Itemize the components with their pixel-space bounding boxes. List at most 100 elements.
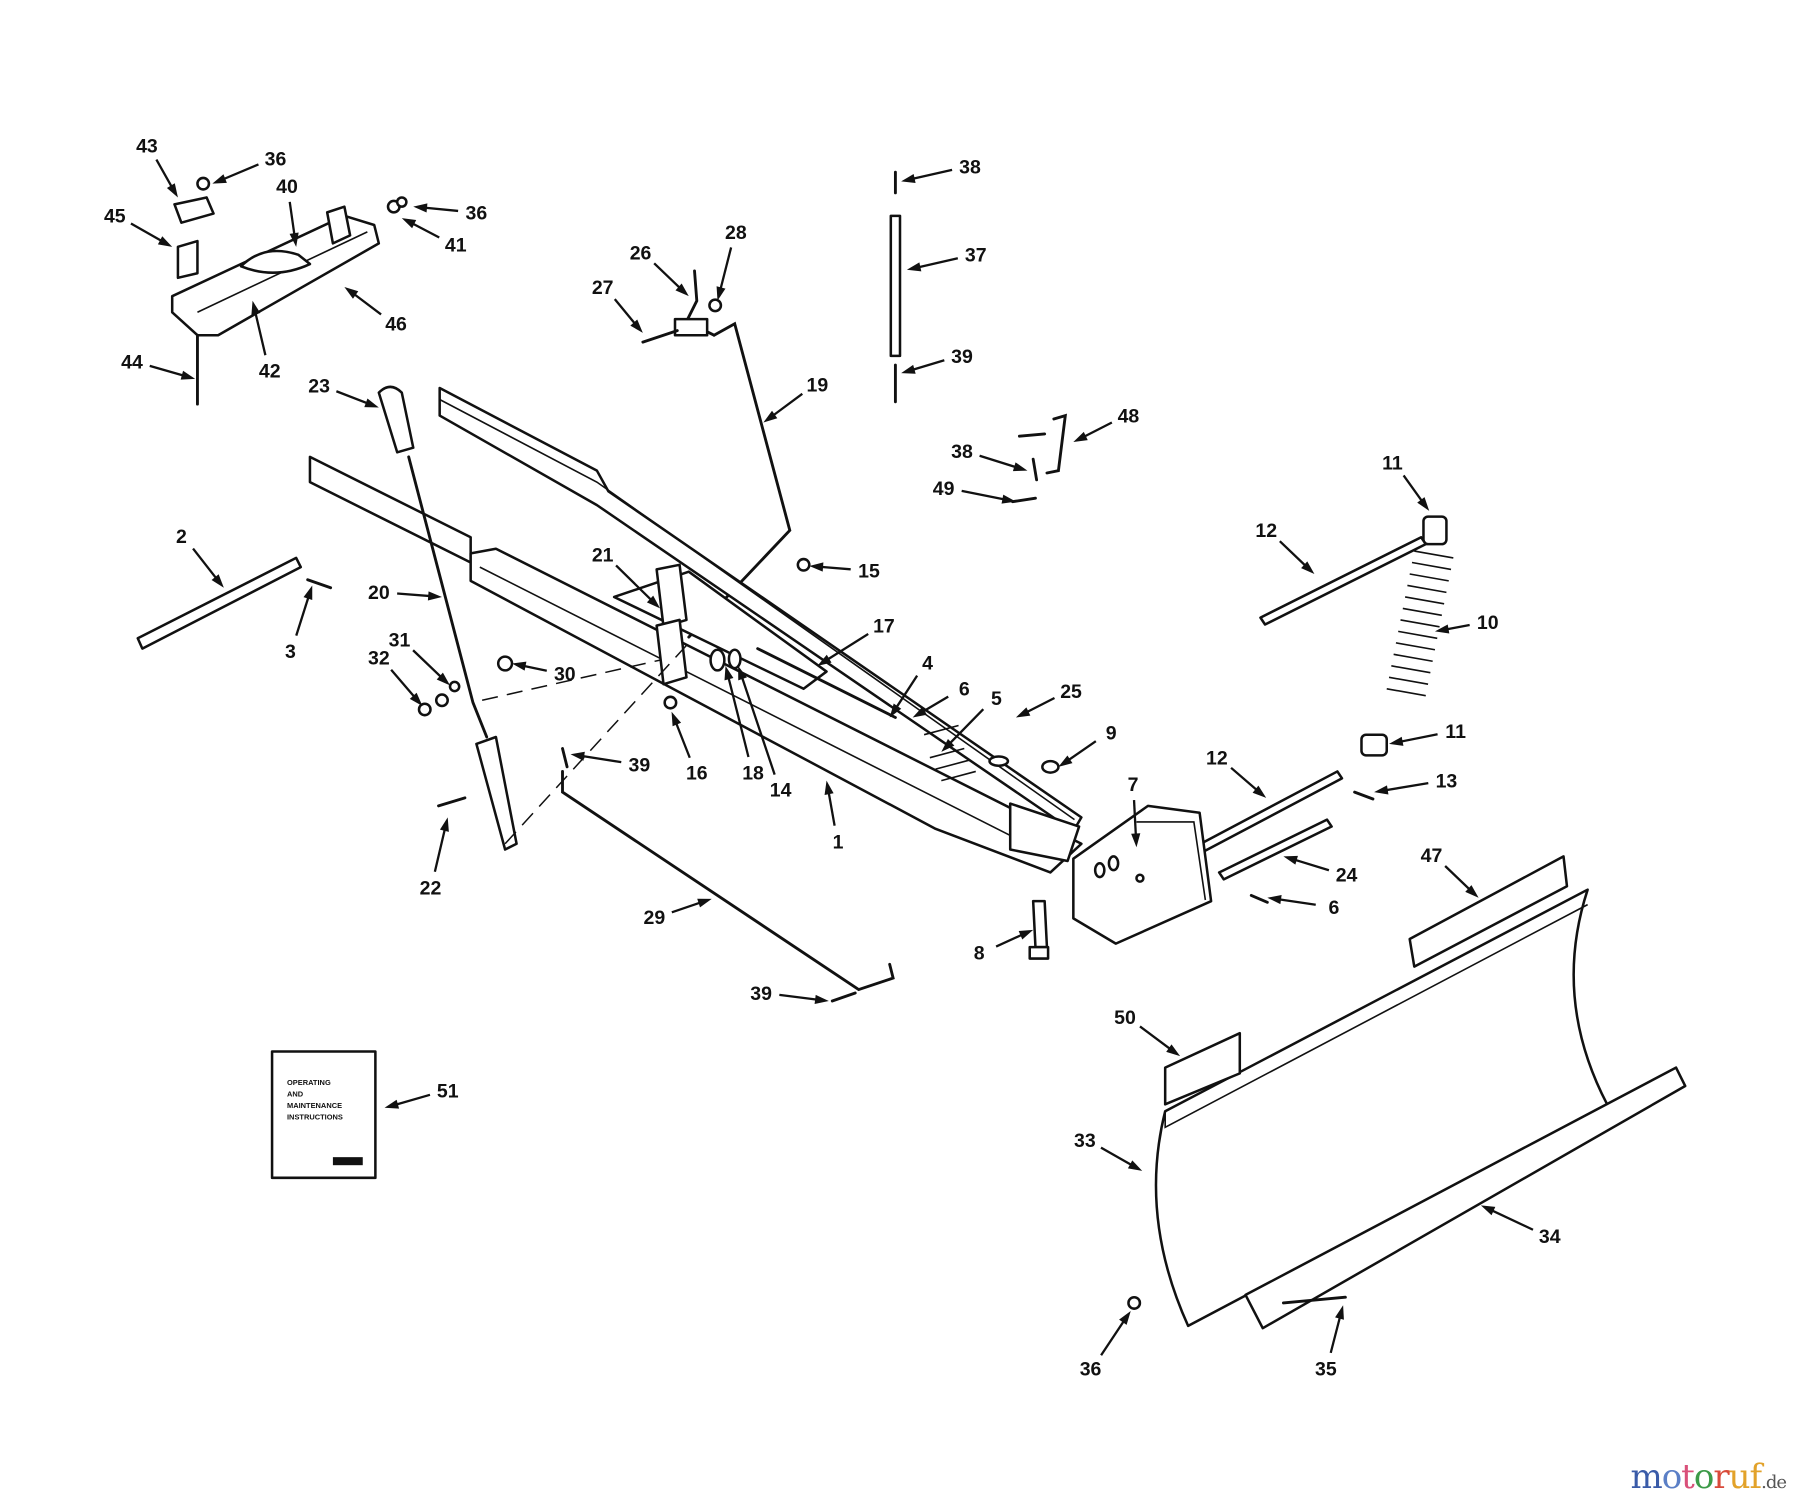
part-callout: 5	[991, 688, 1002, 710]
leader-line	[892, 675, 919, 713]
part-callout: 25	[1060, 681, 1082, 703]
arrowhead-icon	[889, 703, 902, 718]
manual-line: OPERATING	[287, 1078, 331, 1087]
alignment-line	[504, 642, 690, 845]
part-callout: 44	[121, 352, 143, 374]
arrowhead-icon	[901, 364, 916, 374]
part-callout: 13	[1436, 771, 1458, 793]
leader-line	[1395, 733, 1438, 744]
part-callout: 11	[1382, 453, 1403, 475]
part-callout: 29	[643, 907, 665, 929]
arrowhead-icon	[413, 203, 428, 213]
logo-letter: t	[1681, 1457, 1695, 1497]
arrowhead-icon	[1301, 561, 1315, 574]
arrowhead-icon	[401, 218, 417, 229]
arrowhead-icon	[344, 287, 359, 299]
arrowhead-icon	[212, 174, 227, 184]
logo-letter: u	[1728, 1457, 1751, 1497]
manual-line: AND	[287, 1089, 304, 1098]
leader-line	[1274, 897, 1316, 906]
part-callout: 12	[1206, 748, 1228, 770]
blade	[1127, 855, 1687, 1330]
part-callout: 14	[770, 780, 792, 802]
angle-lever	[377, 385, 518, 851]
part-callout: 21	[592, 544, 614, 566]
main-frame	[308, 386, 1083, 874]
arrowhead-icon	[1018, 929, 1034, 940]
part-callout: 49	[933, 478, 955, 500]
arrowhead-icon	[409, 692, 423, 707]
arrowhead-icon	[1267, 895, 1282, 905]
leader-line	[1329, 1311, 1343, 1354]
blade-bracket	[1028, 804, 1213, 960]
part-callout: 46	[385, 314, 407, 336]
decal-47	[1408, 855, 1569, 968]
leader-line	[1139, 1025, 1176, 1054]
part-callout: 26	[630, 242, 652, 264]
spring-assembly	[1199, 515, 1454, 904]
part-callout: 8	[974, 943, 985, 965]
arrowhead-icon	[1374, 785, 1389, 795]
frame-hardware	[417, 648, 742, 717]
part-callout: 48	[1118, 405, 1140, 427]
leader-line	[218, 163, 259, 183]
arrowhead-icon	[1073, 431, 1088, 442]
arrowhead-icon	[570, 751, 585, 761]
part-callout: 10	[1477, 612, 1499, 634]
part-callout: 18	[742, 762, 764, 784]
part-callout: 17	[873, 616, 895, 638]
arrowhead-icon	[716, 286, 726, 301]
arrowhead-icon	[941, 739, 955, 752]
part-callout: 6	[1328, 897, 1339, 919]
arrowhead-icon	[901, 173, 916, 183]
watermark-logo: motoruf.de	[1630, 1457, 1787, 1497]
part-callout: 9	[1106, 722, 1117, 744]
arrowhead-icon	[814, 994, 829, 1004]
leader-line	[433, 823, 448, 873]
part-callout: 6	[959, 679, 970, 701]
arrowhead-icon	[166, 183, 178, 198]
part-callout: 36	[265, 148, 287, 170]
part-callout: 38	[959, 156, 981, 178]
part-callout: 27	[592, 277, 614, 299]
part-callout: 50	[1114, 1007, 1136, 1029]
hitch-bracket	[170, 176, 408, 406]
leader-line	[907, 168, 953, 182]
arrowhead-icon	[251, 300, 261, 316]
leader-line	[718, 247, 733, 295]
arrowhead-icon	[1417, 497, 1430, 511]
part-callout: 41	[445, 234, 467, 256]
arrowhead-icon	[1058, 755, 1073, 767]
leader-line	[822, 632, 869, 664]
part-callout: 32	[368, 648, 390, 670]
arrowhead-icon	[511, 661, 527, 671]
decal-50	[1163, 1031, 1242, 1106]
manual-logo	[332, 1157, 363, 1166]
part-callout: 1	[833, 831, 844, 853]
part-callout: 42	[259, 361, 281, 383]
part-callout: 45	[104, 206, 126, 228]
arrowhead-icon	[817, 654, 832, 666]
leader-line	[945, 708, 985, 748]
leader-line	[768, 392, 803, 420]
leader-line	[779, 993, 823, 1002]
arrowhead-icon	[1465, 885, 1479, 898]
logo-letter: m	[1630, 1457, 1662, 1497]
part-callout: 30	[554, 664, 576, 686]
part-callout: 34	[1539, 1226, 1561, 1248]
arrowhead-icon	[1283, 855, 1298, 865]
pivot-rod	[136, 556, 333, 650]
arrowhead-icon	[157, 236, 173, 247]
lift-link	[889, 170, 1068, 504]
arrowhead-icon	[1015, 707, 1031, 718]
leader-line	[1486, 1207, 1534, 1231]
part-callout: 33	[1074, 1130, 1096, 1152]
arrowhead-icon	[180, 370, 196, 380]
part-callout: 38	[951, 441, 973, 463]
part-callout: 19	[806, 374, 828, 396]
leader-line	[726, 672, 750, 758]
arrowhead-icon	[824, 780, 834, 796]
arrowhead-icon	[1001, 494, 1016, 504]
part-callout: 37	[965, 245, 987, 267]
